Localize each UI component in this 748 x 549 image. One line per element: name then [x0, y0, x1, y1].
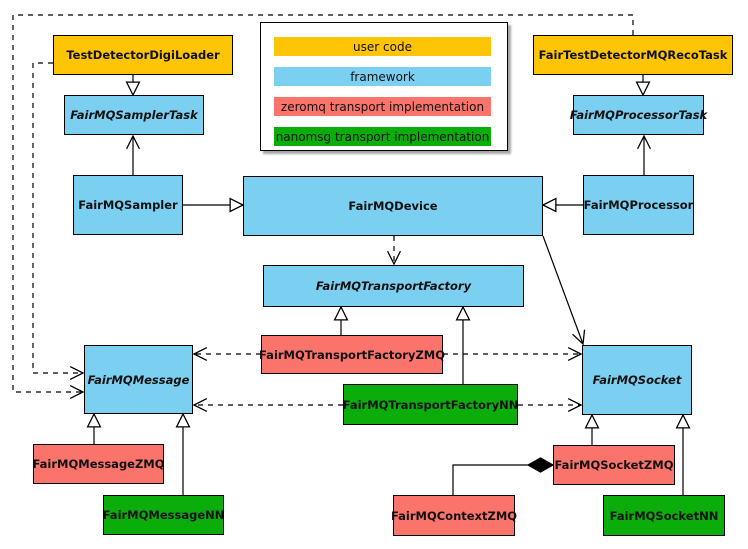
node-label: FairMQProcessorTask: [569, 108, 708, 122]
legend-label: nanomsg transport implementation: [275, 129, 490, 144]
node-FairMQMessage: FairMQMessage: [84, 345, 193, 414]
node-label: FairMQSocketZMQ: [554, 458, 674, 472]
node-FairMQSocketNN: FairMQSocketNN: [603, 495, 725, 536]
composition-diamond-icon: [526, 457, 555, 473]
node-label: TestDetectorDigiLoader: [66, 48, 220, 62]
legend-item-zeromq: zeromq transport implementation: [274, 97, 491, 116]
edge-device-socket-association: [542, 235, 583, 344]
node-label: FairMQSampler: [78, 198, 178, 212]
node-label: FairMQDevice: [348, 199, 438, 213]
node-label: FairMQMessageZMQ: [32, 457, 165, 471]
node-label: FairMQSamplerTask: [70, 108, 198, 122]
legend-label: zeromq transport implementation: [280, 99, 485, 114]
node-label: FairMQMessage: [87, 372, 190, 387]
node-FairMQSamplerTask: FairMQSamplerTask: [64, 95, 204, 135]
node-label: FairMQTransportFactoryNN: [342, 397, 519, 412]
node-FairMQMessageNN: FairMQMessageNN: [103, 495, 224, 535]
node-label: FairMQTransportFactory: [315, 279, 472, 293]
legend-item-framework: framework: [274, 67, 491, 86]
node-FairMQMessageZMQ: FairMQMessageZMQ: [32, 444, 165, 484]
node-FairMQSampler: FairMQSampler: [73, 175, 183, 235]
edge-contextzmq-socketzmq-composition: [452, 464, 529, 495]
node-label: FairMQProcessor: [583, 198, 694, 212]
node-FairTestDetectorMQRecoTask: FairTestDetectorMQRecoTask: [533, 35, 733, 75]
edge-recotask-message-dependency: [12, 14, 634, 392]
node-TestDetectorDigiLoader: TestDetectorDigiLoader: [53, 35, 233, 75]
node-FairMQProcessorTask: FairMQProcessorTask: [569, 95, 708, 135]
node-FairMQSocket: FairMQSocket: [582, 345, 692, 415]
legend-label: framework: [350, 69, 415, 84]
node-FairMQSocketZMQ: FairMQSocketZMQ: [553, 445, 675, 485]
legend-item-nanomsg: nanomsg transport implementation: [274, 127, 491, 146]
legend-label: user code: [353, 39, 412, 54]
node-FairMQTransportFactoryZMQ: FairMQTransportFactoryZMQ: [259, 335, 446, 374]
node-FairMQContextZMQ: FairMQContextZMQ: [390, 495, 518, 536]
node-FairMQDevice: FairMQDevice: [243, 176, 543, 236]
legend: user code framework zeromq transport imple…: [260, 22, 508, 151]
node-label: FairMQMessageNN: [102, 508, 225, 522]
legend-item-user_code: user code: [274, 37, 491, 56]
node-label: FairTestDetectorMQRecoTask: [538, 48, 728, 62]
node-label: FairMQContextZMQ: [390, 508, 518, 523]
node-label: FairMQSocket: [592, 373, 682, 387]
edge-digiloader-message-dependency: [32, 62, 83, 373]
node-label: FairMQTransportFactoryZMQ: [259, 347, 446, 362]
node-FairMQTransportFactory: FairMQTransportFactory: [263, 265, 524, 307]
node-label: FairMQSocketNN: [609, 508, 719, 523]
node-FairMQTransportFactoryNN: FairMQTransportFactoryNN: [343, 384, 518, 425]
node-FairMQProcessor: FairMQProcessor: [583, 175, 694, 235]
